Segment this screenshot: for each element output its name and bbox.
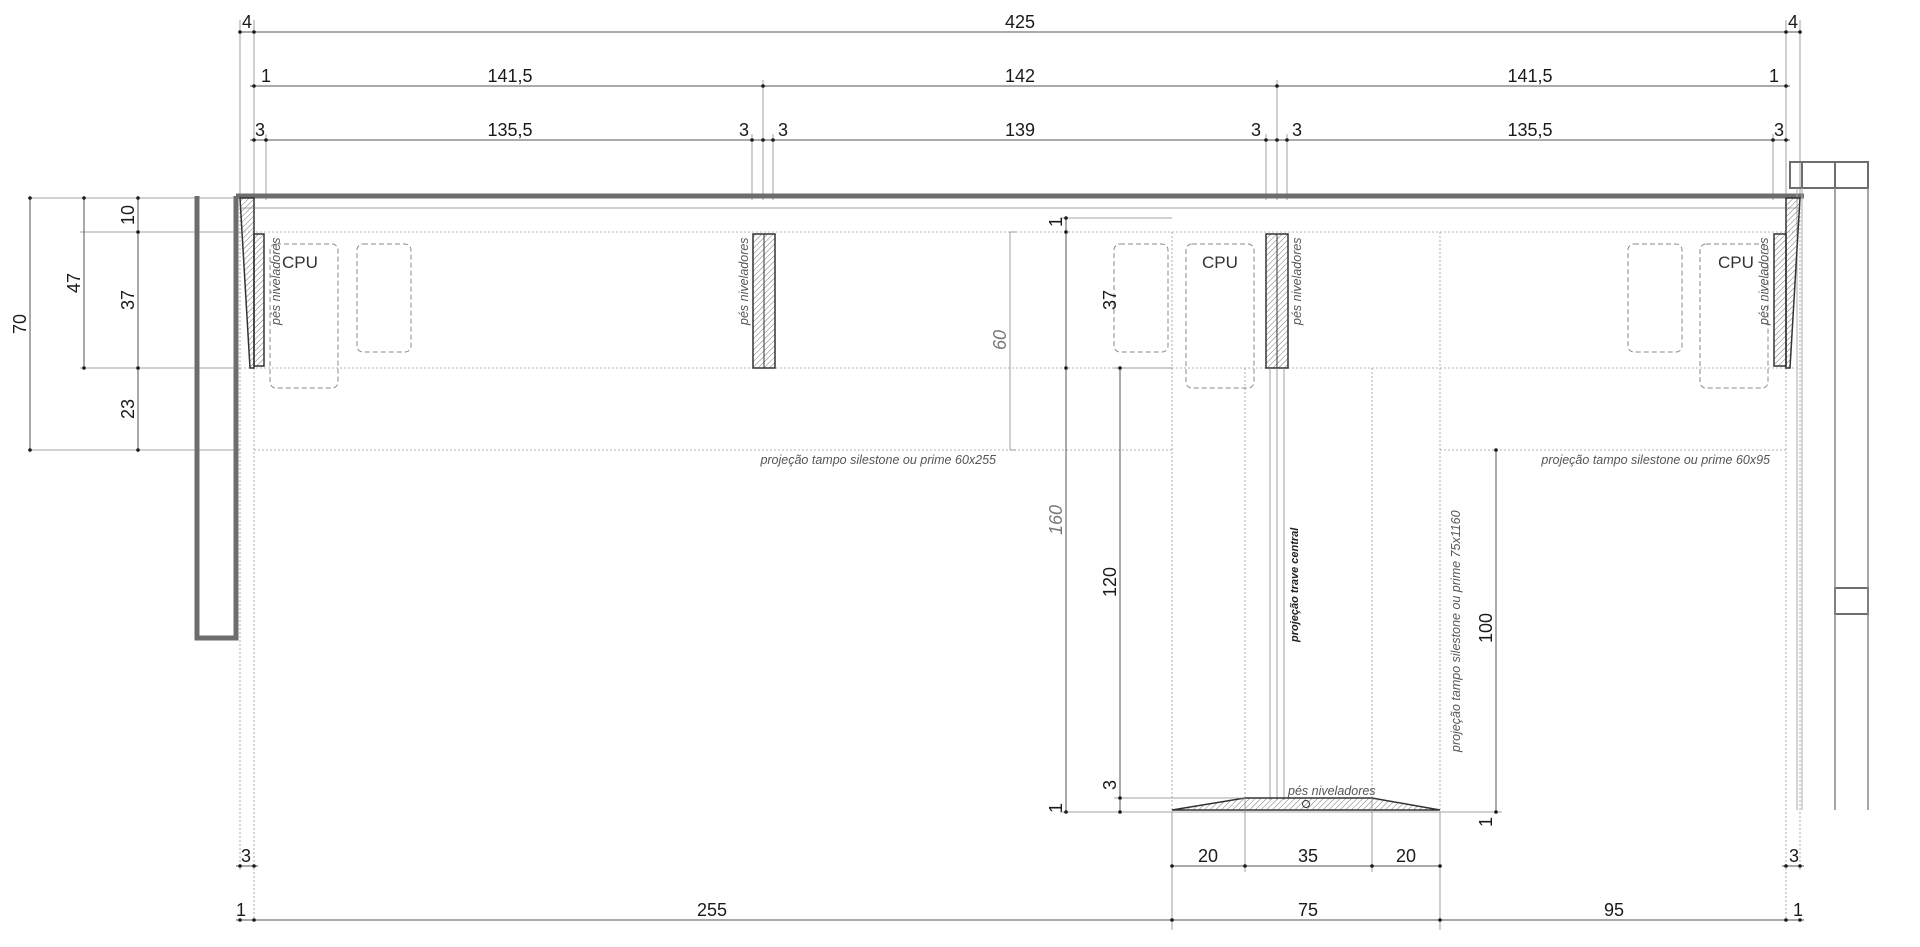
dim-bottom-left-gap: 1 xyxy=(236,900,246,920)
leg-left xyxy=(239,197,265,369)
top-projection-left-note: projeção tampo silestone ou prime 60x255 xyxy=(759,453,996,467)
dim-return-foot: 3 xyxy=(1100,780,1120,790)
left-wall-outline xyxy=(194,196,239,641)
dim-clear-a-left: 3 xyxy=(255,120,265,140)
dim-clear-b-right: 3 xyxy=(1251,120,1261,140)
return-leg-dimensions: 1 37 160 120 3 1 100 1 xyxy=(1046,216,1502,827)
dim-module-right-gap: 1 xyxy=(1769,66,1779,86)
dim-module-b: 142 xyxy=(1005,66,1035,86)
top-clear-dimension: 3 135,5 3 3 139 3 3 135,5 3 xyxy=(250,120,1790,200)
leveling-feet-label-center-left: pés niveladores xyxy=(737,237,751,326)
top-module-dimension: 1 141,5 142 141,5 1 xyxy=(250,66,1790,200)
dim-clear-b: 139 xyxy=(1005,120,1035,140)
bottom-overall-dimension: 1 255 75 95 1 xyxy=(236,900,1804,922)
dim-return-top-gap: 1 xyxy=(1046,217,1066,227)
dim-return-leg-zone: 37 xyxy=(1100,290,1120,310)
dim-bottom-c: 95 xyxy=(1604,900,1624,920)
dim-return-bottom-gap: 1 xyxy=(1046,803,1066,813)
dim-foot-right: 20 xyxy=(1396,846,1416,866)
dim-module-left-gap: 1 xyxy=(261,66,271,86)
foot-width-dimensions: 20 35 20 xyxy=(1170,798,1442,930)
dim-depth-upper: 47 xyxy=(64,273,84,293)
leveling-feet-label-foot: pés niveladores xyxy=(1287,784,1376,798)
leg-center-right xyxy=(1265,233,1289,800)
dim-top-right-edge: 4 xyxy=(1788,12,1798,32)
dim-top-overall: 425 xyxy=(1005,12,1035,32)
dim-return-right-gap: 1 xyxy=(1476,817,1496,827)
dim-clear-c-left: 3 xyxy=(1292,120,1302,140)
dim-clear-c-right: 3 xyxy=(1774,120,1784,140)
leveling-feet-label-right: pés niveladores xyxy=(1757,237,1771,326)
foot-base xyxy=(1171,797,1441,813)
cpu-label-right: CPU xyxy=(1718,253,1754,272)
dim-depth-total: 70 xyxy=(10,314,30,334)
top-projection-right-note: projeção tampo silestone ou prime 60x95 xyxy=(1540,453,1770,467)
bottom-leg-dimensions: 3 3 xyxy=(236,846,1804,868)
dim-return-right-total: 100 xyxy=(1476,613,1496,643)
dim-module-a: 141,5 xyxy=(487,66,532,86)
cpu-label-left: CPU xyxy=(282,253,318,272)
dim-bottom-leg-left: 3 xyxy=(241,846,251,866)
dim-return-mid: 120 xyxy=(1100,567,1120,597)
cpu-label-center: CPU xyxy=(1202,253,1238,272)
dim-clear-c: 135,5 xyxy=(1507,120,1552,140)
dim-bottom-a: 255 xyxy=(697,900,727,920)
leg-right xyxy=(1773,197,1801,369)
dim-clear-a: 135,5 xyxy=(487,120,532,140)
dim-module-c: 141,5 xyxy=(1507,66,1552,86)
central-beam-note: projeção trave central xyxy=(1289,527,1301,643)
dim-bottom-right-gap: 1 xyxy=(1793,900,1803,920)
dim-bottom-leg-right: 3 xyxy=(1789,846,1799,866)
dim-depth-leg-zone: 37 xyxy=(118,290,138,310)
dim-foot-center: 35 xyxy=(1298,846,1318,866)
leveling-feet-label-left: pés niveladores xyxy=(269,237,283,326)
top-overall-dimension: 4 425 4 xyxy=(238,12,1802,200)
dim-foot-left: 20 xyxy=(1198,846,1218,866)
leg-center-left xyxy=(752,233,776,369)
dim-inner-depth: 60 xyxy=(990,330,1010,350)
dim-depth-lower: 23 xyxy=(118,399,138,419)
dim-depth-strip: 10 xyxy=(118,205,138,225)
dim-bottom-b: 75 xyxy=(1298,900,1318,920)
dim-return-total: 160 xyxy=(1046,505,1066,535)
leveling-feet-label-center-right: pés niveladores xyxy=(1290,237,1304,326)
top-projection-return-note: projeção tampo silestone ou prime 75x116… xyxy=(1449,510,1463,753)
equipment-boxes xyxy=(269,243,1769,389)
dim-top-left-edge: 4 xyxy=(242,12,252,32)
dim-clear-a-right: 3 xyxy=(739,120,749,140)
left-depth-dimensions: 70 47 10 37 23 xyxy=(10,196,240,452)
dim-clear-b-left: 3 xyxy=(778,120,788,140)
